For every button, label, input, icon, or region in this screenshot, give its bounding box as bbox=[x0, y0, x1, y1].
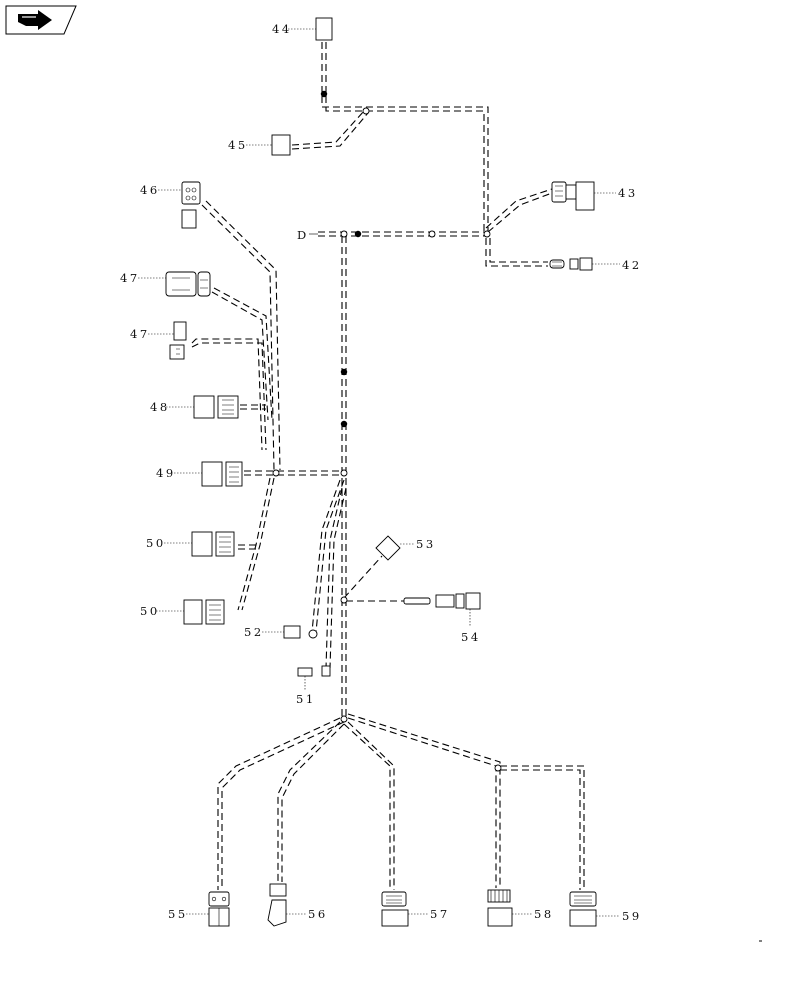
connector-43[interactable] bbox=[551, 181, 616, 211]
callout-54: 54 bbox=[461, 630, 481, 644]
callout-50-lower: 50 bbox=[140, 604, 160, 618]
connector-47-lower[interactable] bbox=[148, 321, 187, 360]
callout-42: 42 bbox=[622, 258, 642, 272]
connector-44[interactable] bbox=[288, 17, 333, 41]
callout-52: 52 bbox=[244, 625, 264, 639]
callout-46: 46 bbox=[140, 183, 160, 197]
callout-labels: 42 43 44 45 46 47 47 48 49 50 50 51 52 5… bbox=[120, 22, 642, 923]
junction-points bbox=[272, 90, 502, 772]
callout-59: 59 bbox=[622, 909, 642, 923]
callout-44: 44 bbox=[272, 22, 292, 36]
connector-42[interactable] bbox=[549, 257, 620, 271]
connector-57[interactable] bbox=[381, 891, 428, 927]
callout-56: 56 bbox=[308, 907, 328, 921]
connector-59[interactable] bbox=[569, 891, 620, 927]
sensor-54[interactable] bbox=[403, 592, 481, 626]
callout-47-lower: 47 bbox=[130, 327, 150, 341]
callout-58: 58 bbox=[534, 907, 554, 921]
forward-arrow-icon bbox=[18, 10, 52, 30]
callout-53: 53 bbox=[416, 537, 436, 551]
callout-50-upper: 50 bbox=[146, 536, 166, 550]
connector-50-lower[interactable] bbox=[156, 599, 225, 625]
connector-49[interactable] bbox=[174, 461, 243, 487]
connector-56[interactable] bbox=[267, 883, 306, 927]
connector-50-upper[interactable] bbox=[164, 531, 235, 557]
callout-57: 57 bbox=[430, 907, 450, 921]
callout-43: 43 bbox=[618, 186, 638, 200]
connector-52[interactable] bbox=[262, 625, 318, 639]
ground-marker-label: D bbox=[297, 228, 309, 242]
connector-55[interactable] bbox=[186, 891, 230, 927]
wire-routes bbox=[191, 42, 585, 890]
connector-48[interactable] bbox=[166, 395, 239, 419]
connector-46[interactable] bbox=[158, 181, 201, 229]
callout-48: 48 bbox=[150, 400, 170, 414]
callout-47-upper: 47 bbox=[120, 271, 140, 285]
connector-53[interactable] bbox=[375, 535, 414, 561]
connector-51[interactable] bbox=[297, 665, 331, 690]
connector-58[interactable] bbox=[487, 889, 532, 927]
callout-49: 49 bbox=[156, 466, 176, 480]
callout-55: 55 bbox=[168, 907, 188, 921]
connector-47-upper[interactable] bbox=[138, 271, 211, 297]
callout-51: 51 bbox=[296, 692, 316, 706]
callout-45: 45 bbox=[228, 138, 248, 152]
connector-45[interactable] bbox=[246, 134, 291, 156]
next-page-button[interactable] bbox=[5, 5, 77, 35]
